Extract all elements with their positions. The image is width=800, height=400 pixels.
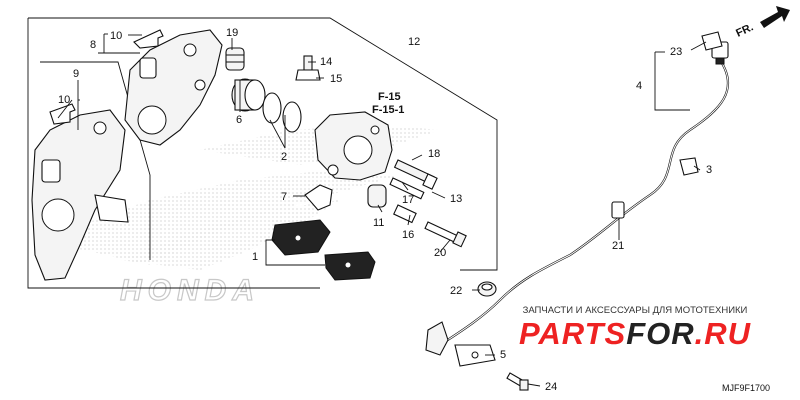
callout-18: 18 — [428, 148, 440, 160]
direction-arrow-icon — [760, 6, 790, 28]
callout-11: 11 — [373, 217, 384, 229]
pad-retainer-clip-upper — [133, 29, 164, 49]
callout-4: 4 — [636, 80, 642, 92]
watermark-logo: PARTSFOR.RU — [485, 316, 785, 352]
speed-sensor-part — [425, 321, 496, 367]
cable-guide-part — [611, 201, 625, 219]
sensor-cable — [439, 41, 730, 346]
reference-f15-1: F-15-1 — [372, 104, 404, 116]
cable-clip-part — [679, 157, 699, 176]
sleeve-part — [393, 204, 417, 224]
callout-16: 16 — [402, 229, 414, 241]
callout-labels: 8 10 9 10 19 6 2 14 15 F-15 F-15-1 12 7 … — [58, 27, 712, 393]
callout-20: 20 — [434, 247, 446, 259]
callout-19: 19 — [226, 27, 238, 39]
callout-7: 7 — [281, 191, 287, 203]
watermark-tagline: ЗАПЧАСТИ И АКСЕССУАРЫ ДЛЯ МОТОТЕХНИКИ — [522, 305, 748, 316]
callout-13: 13 — [450, 193, 462, 205]
watermark-logo-part3: .RU — [694, 316, 752, 351]
callout-1: 1 — [252, 251, 258, 263]
callout-10-upper: 10 — [110, 30, 122, 42]
watermark-logo-part1: PARTS — [518, 316, 627, 351]
grommet-part — [477, 281, 497, 297]
callout-12: 12 — [408, 36, 420, 48]
callout-6: 6 — [236, 114, 242, 126]
diagram-code: MJF9F1700 — [721, 383, 770, 393]
piston-part — [231, 78, 266, 112]
bleed-screw-part — [295, 55, 321, 81]
brake-pad-set — [271, 219, 376, 281]
pad-spring-part — [304, 184, 333, 211]
watermark-logo-part2: FOR — [626, 316, 695, 351]
direction-indicator: FR. — [734, 6, 790, 40]
direction-label: FR. — [734, 21, 755, 39]
sensor-bolt-part — [506, 372, 529, 391]
cable-clamp-upper — [701, 31, 723, 51]
reference-f15: F-15 — [378, 91, 401, 103]
callout-10-lower: 10 — [58, 94, 70, 106]
caliper-pin-part — [393, 159, 438, 190]
caliper-bracket-upper — [124, 29, 223, 146]
callout-23: 23 — [670, 46, 682, 58]
callout-9: 9 — [73, 68, 79, 80]
pad-retainer-clip-lower — [49, 103, 76, 125]
caliper-body — [314, 111, 393, 181]
callout-15: 15 — [330, 73, 342, 85]
piston-seal-part — [262, 92, 302, 133]
mounting-bolt-part — [424, 221, 467, 248]
callout-21: 21 — [612, 240, 624, 252]
callout-2: 2 — [281, 151, 287, 163]
callout-24: 24 — [545, 381, 557, 393]
boot-part — [225, 47, 245, 71]
callout-8: 8 — [90, 39, 96, 51]
honda-brand-text: HONDA — [120, 274, 260, 307]
callout-17: 17 — [402, 194, 414, 206]
caliper-bracket-lower — [31, 109, 129, 281]
callout-5: 5 — [500, 349, 506, 361]
callout-3: 3 — [706, 164, 712, 176]
leader-lines — [57, 33, 707, 387]
pin-boot-part — [367, 184, 387, 208]
callout-22: 22 — [450, 285, 462, 297]
callout-14: 14 — [320, 56, 332, 68]
